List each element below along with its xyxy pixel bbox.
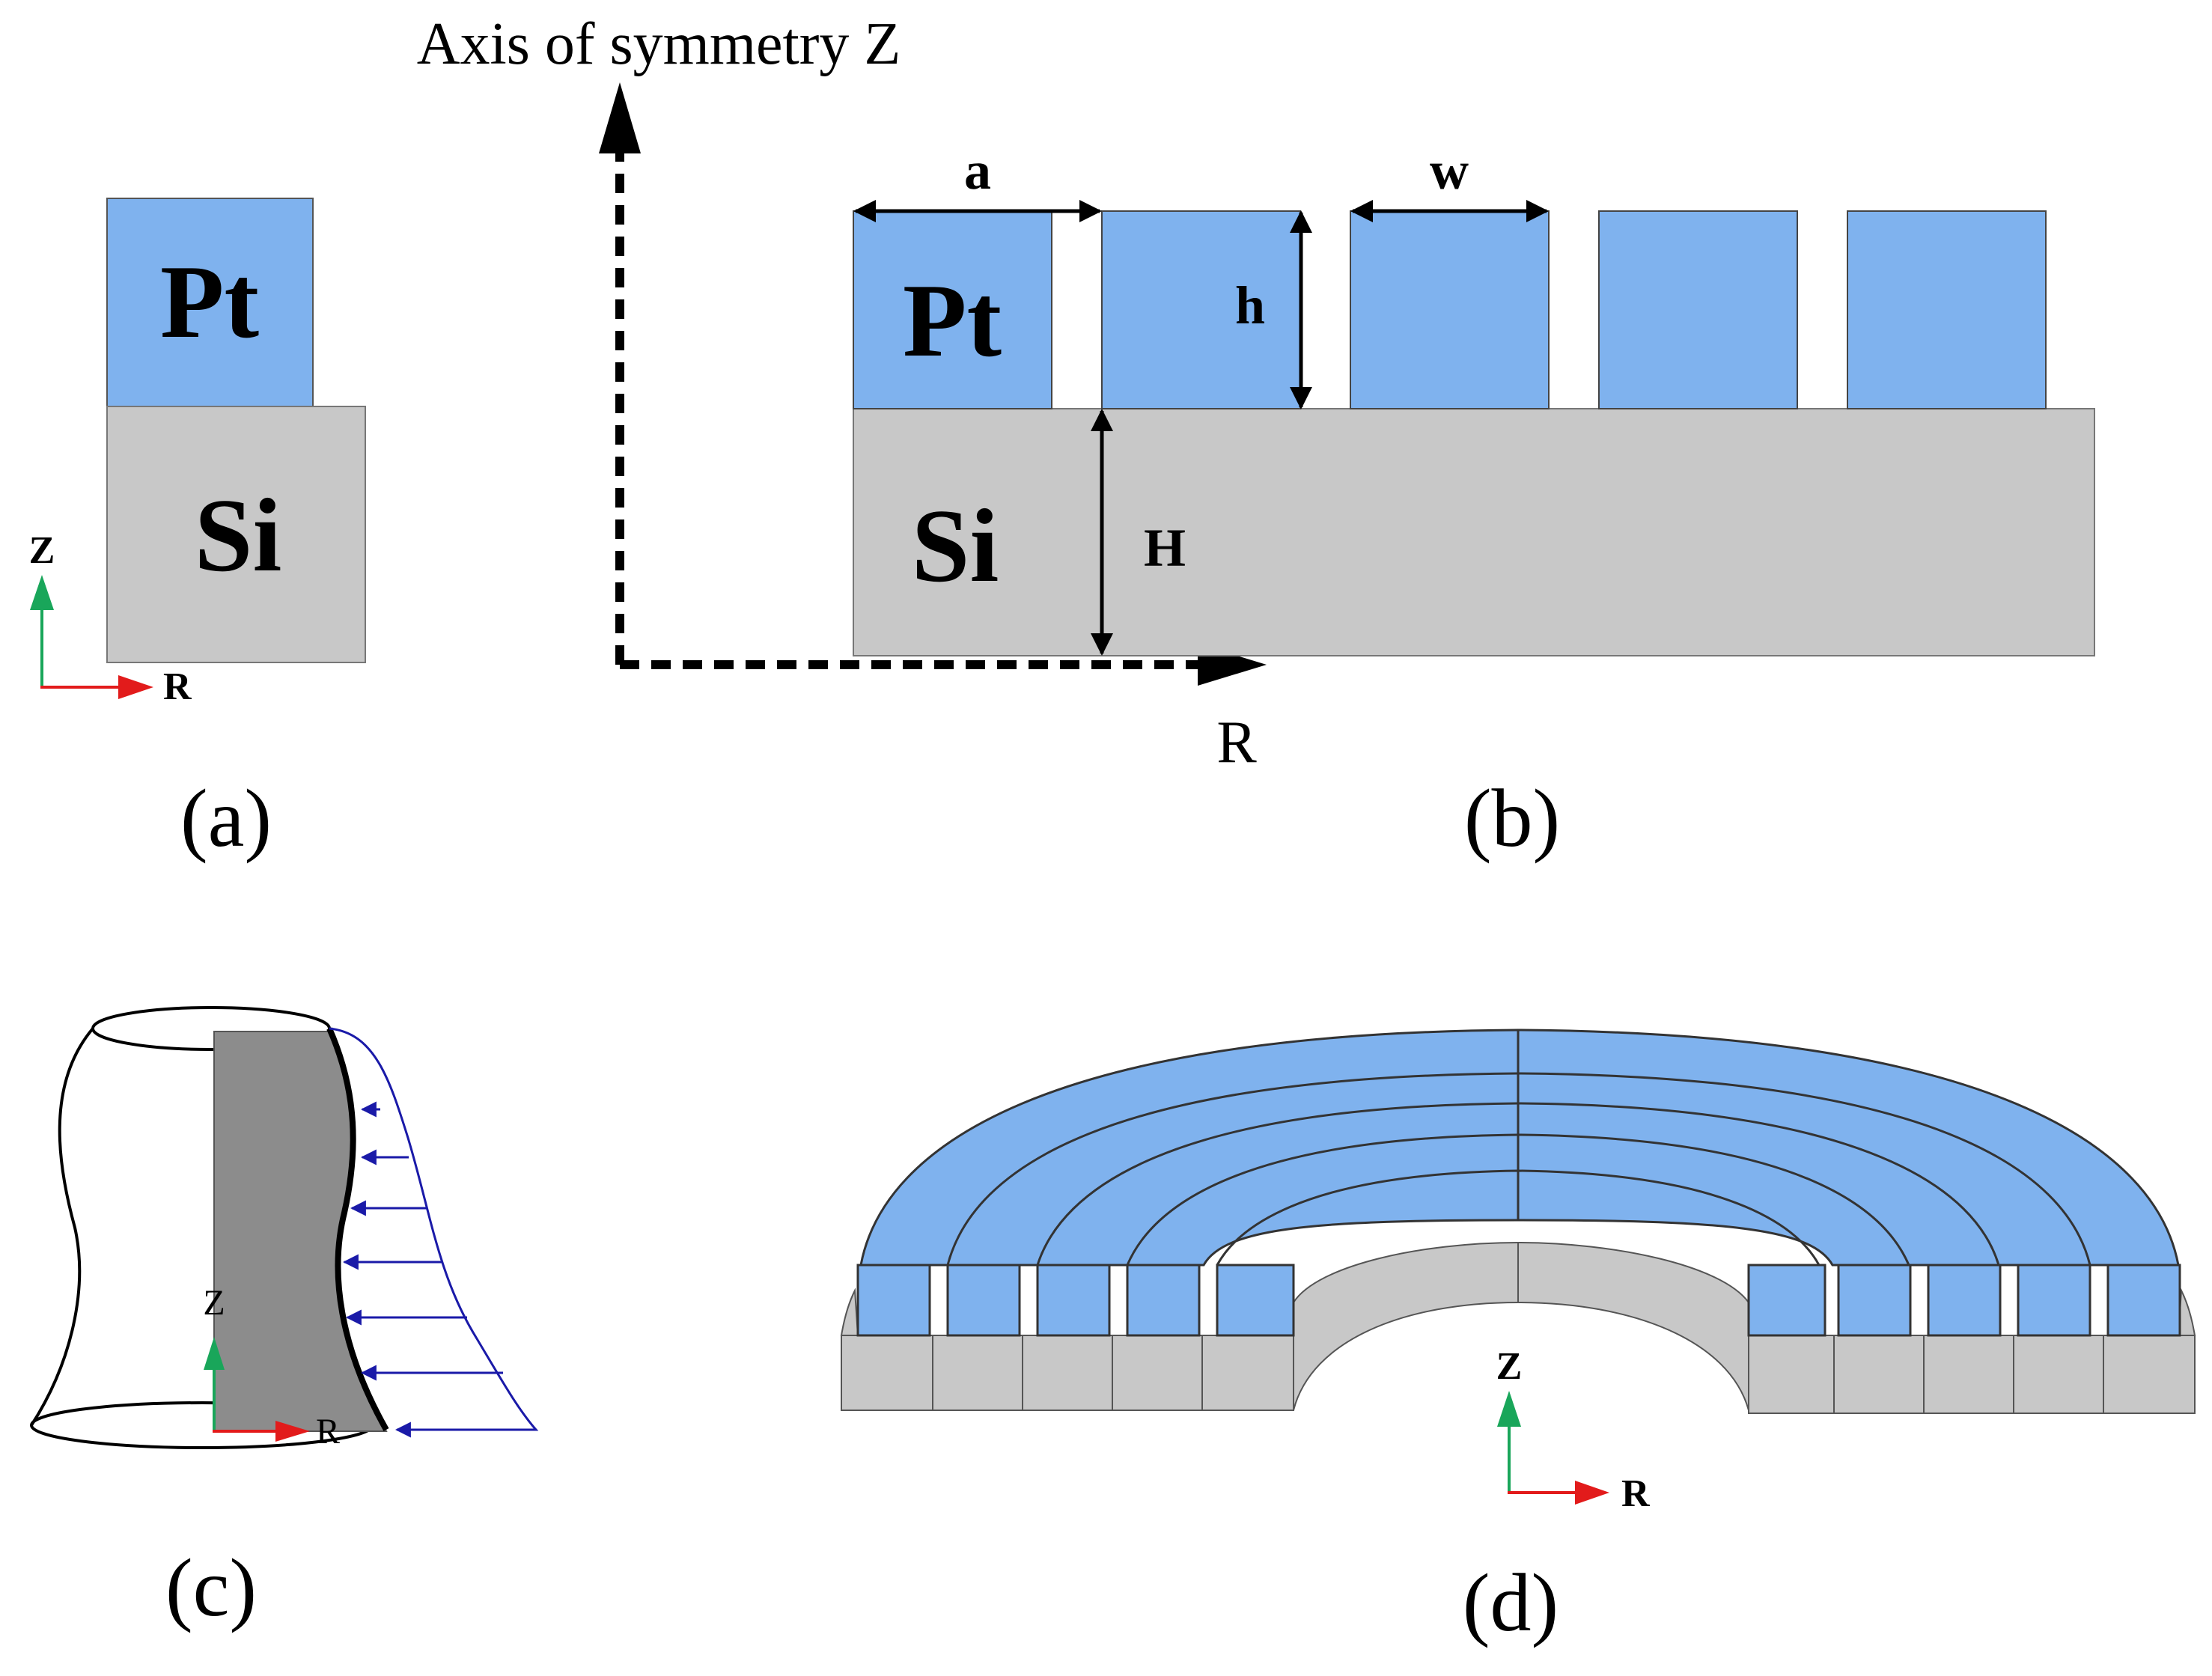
axis-triad-d: Z R (1496, 1345, 1651, 1515)
axis-r-label-d: R (1621, 1472, 1651, 1515)
pt-ring-face-l5 (1216, 1264, 1295, 1337)
axis-triad-a: Z R (29, 529, 192, 708)
pt-label-b: Pt (903, 263, 1002, 379)
pt-ring-face-r3 (1927, 1264, 2002, 1337)
pt-ring-face-l4 (1126, 1264, 1201, 1337)
pt-label-a: Pt (160, 244, 259, 360)
dimension-w-label: w (1430, 141, 1469, 201)
panel-d: Z R (d) (840, 1029, 2196, 1648)
pt-block-3 (1350, 210, 1550, 409)
pt-top-surface-d (859, 1029, 2180, 1267)
load-arrows-c (342, 1101, 534, 1438)
si-segment-lines-d (932, 1243, 2104, 1413)
pt-ring-face-r4 (2017, 1264, 2091, 1337)
si-label-b: Si (912, 488, 999, 604)
pt-block-1 (853, 210, 1052, 409)
pt-ring-face-r5 (2106, 1264, 2181, 1337)
left-profile-c (30, 1027, 94, 1427)
axis-triad-c: Z R (203, 1283, 340, 1451)
pt-ring-face-r2 (1837, 1264, 1912, 1337)
si-substrate-b (853, 408, 2095, 656)
pt-block-4 (1598, 210, 1798, 409)
pt-block-a (106, 198, 314, 407)
pt-front-blocks-left-d (856, 1264, 1295, 1337)
panel-c: Z R (c) (30, 1006, 539, 1633)
dimension-a-label: a (964, 141, 991, 201)
caption-d: (d) (1463, 1557, 1559, 1648)
caption-c: (c) (165, 1542, 257, 1633)
axis-r-label-a: R (163, 665, 192, 708)
load-curve-c (329, 1027, 539, 1431)
axis-r-label-c: R (316, 1412, 340, 1451)
axis-z-label-d: Z (1496, 1345, 1523, 1388)
si-block-a (106, 406, 366, 663)
si-shoulder-left-d (840, 1288, 859, 1336)
pt-block-5 (1847, 210, 2047, 409)
caption-b: (b) (1464, 773, 1560, 864)
panel-b: Axis of symmetry Z R Si Pt a w h H (b) (417, 11, 2095, 864)
pt-ring-face-l1 (856, 1264, 931, 1337)
si-label-a: Si (195, 478, 282, 594)
dimension-h-label: h (1235, 275, 1265, 335)
axis-title-b: Axis of symmetry Z (417, 11, 901, 77)
caption-a: (a) (180, 773, 272, 864)
dimension-H-label: H (1144, 518, 1186, 578)
si-substrate-front-d (841, 1335, 1294, 1411)
panel-a: Pt Si Z R (a) (29, 198, 366, 864)
pt-ring-arcs-d (946, 1030, 2091, 1266)
pt-ring-face-l2 (946, 1264, 1021, 1337)
si-inner-surface-d (1293, 1241, 1749, 1411)
si-shoulder-right-d (2177, 1288, 2196, 1336)
symmetry-axis-z-arrowhead (599, 82, 641, 153)
pt-front-blocks-right-d (1747, 1264, 2181, 1337)
pt-block-2 (1101, 210, 1301, 409)
axis-z-label-a: Z (29, 529, 55, 572)
pt-ring-face-l3 (1036, 1264, 1111, 1337)
axis-r-label-b: R (1216, 710, 1257, 775)
pt-ring-face-r1 (1747, 1264, 1826, 1337)
si-substrate-front-right-d (1748, 1335, 2196, 1414)
axis-z-label-c: Z (203, 1283, 225, 1323)
right-profile-c (326, 1027, 389, 1431)
